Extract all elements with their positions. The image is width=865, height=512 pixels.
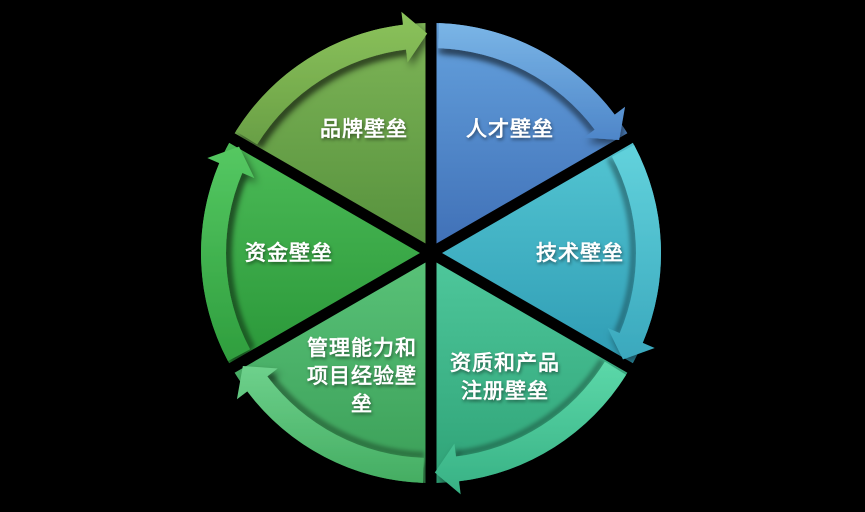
segment-tech-body — [431, 142, 661, 364]
segment-talent-arrow-band — [438, 23, 626, 140]
segment-cert-arrow-band — [434, 361, 627, 495]
segment-capital-body — [201, 142, 431, 364]
segment-tech-seam-shadow — [606, 156, 636, 334]
segment-talent-seam-shadow — [437, 48, 595, 134]
segment-capital-arrow-band — [200, 146, 255, 361]
segment-brand-arrow-band — [235, 11, 428, 145]
segment-mgmt-seam-shadow — [267, 372, 425, 458]
segment-gap-line — [428, 124, 649, 258]
segment-gap-line — [428, 248, 649, 382]
segment-gap-line — [213, 248, 434, 382]
segment-brand-seam-shadow — [257, 49, 407, 148]
segment-capital-seam-shadow — [226, 172, 256, 350]
segment-mgmt-arrow-band — [236, 366, 424, 483]
segment-gap-line — [213, 124, 434, 258]
segment-cert-seam-shadow — [455, 358, 605, 457]
segment-tech-arrow-band — [607, 145, 662, 360]
